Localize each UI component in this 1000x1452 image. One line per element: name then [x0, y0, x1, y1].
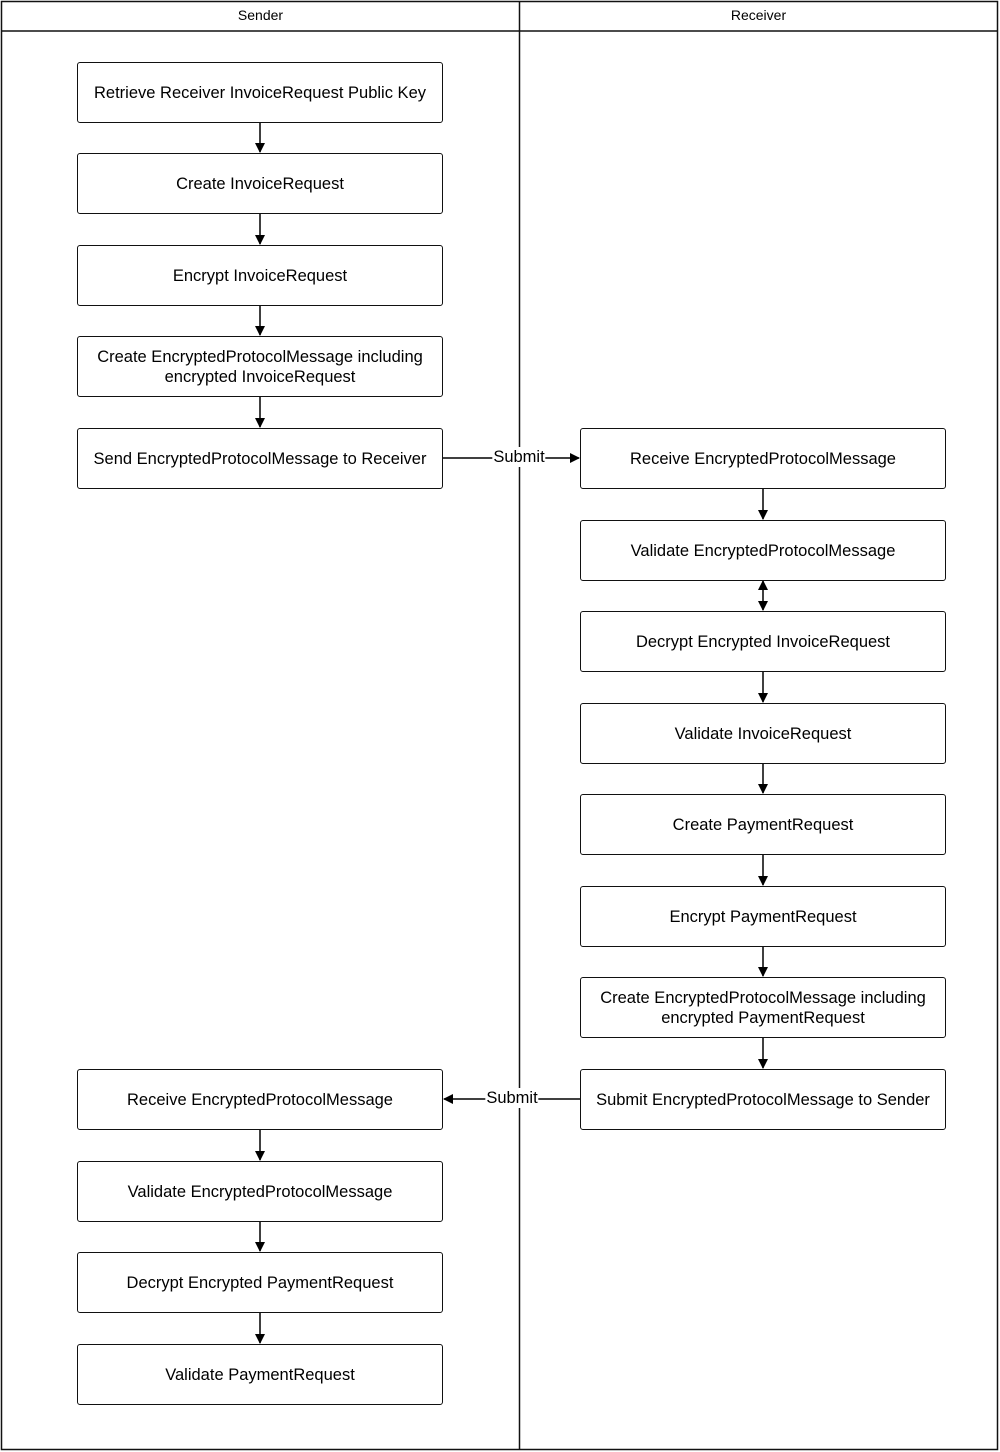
receiver-step-create-paymentrequest: Create PaymentRequest [580, 794, 946, 855]
sender-step-validate-paymentrequest: Validate PaymentRequest [77, 1344, 443, 1405]
edge-label-submit-to-receiver: Submit [492, 447, 546, 467]
edge-label-submit-to-sender: Submit [485, 1088, 539, 1108]
receiver-step-encrypt-paymentrequest: Encrypt PaymentRequest [580, 886, 946, 947]
sender-step-create-encrypted-message: Create EncryptedProtocolMessage includin… [77, 336, 443, 397]
receiver-step-create-encrypted-message: Create EncryptedProtocolMessage includin… [580, 977, 946, 1038]
sender-step-receive-message: Receive EncryptedProtocolMessage [77, 1069, 443, 1130]
sender-step-encrypt-invoicerequest: Encrypt InvoiceRequest [77, 245, 443, 306]
receiver-step-validate-message: Validate EncryptedProtocolMessage [580, 520, 946, 581]
sender-step-send-to-receiver: Send EncryptedProtocolMessage to Receive… [77, 428, 443, 489]
sender-step-validate-message: Validate EncryptedProtocolMessage [77, 1161, 443, 1222]
receiver-step-receive-message: Receive EncryptedProtocolMessage [580, 428, 946, 489]
receiver-step-decrypt-invoicerequest: Decrypt Encrypted InvoiceRequest [580, 611, 946, 672]
lane-header-receiver: Receiver [730, 7, 787, 23]
receiver-step-validate-invoicerequest: Validate InvoiceRequest [580, 703, 946, 764]
lane-header-sender: Sender [237, 7, 284, 23]
sender-step-retrieve-public-key: Retrieve Receiver InvoiceRequest Public … [77, 62, 443, 123]
sender-step-create-invoicerequest: Create InvoiceRequest [77, 153, 443, 214]
receiver-step-submit-to-sender: Submit EncryptedProtocolMessage to Sende… [580, 1069, 946, 1130]
sender-step-decrypt-paymentrequest: Decrypt Encrypted PaymentRequest [77, 1252, 443, 1313]
